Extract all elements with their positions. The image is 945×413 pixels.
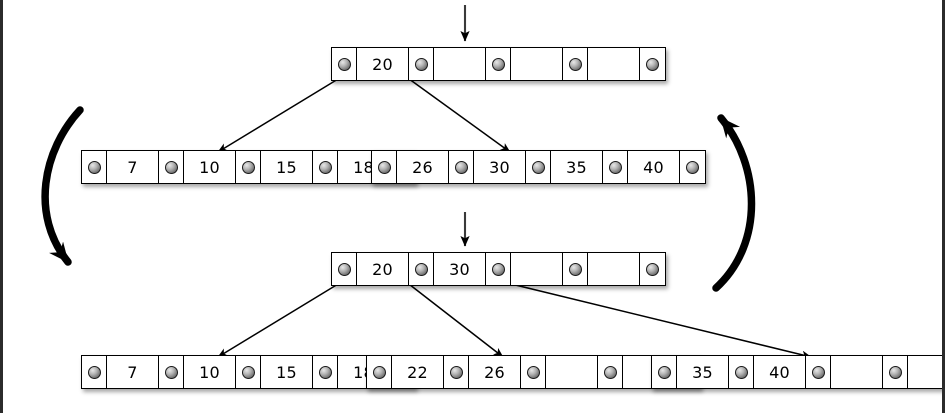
key-cell[interactable] (434, 48, 486, 80)
key-cell[interactable]: 15 (261, 356, 313, 388)
key-cell[interactable]: 7 (107, 356, 159, 388)
leaf-node-after-left[interactable]: 7 10 15 18 (81, 355, 416, 389)
pointer-dot-icon (241, 365, 255, 379)
pointer-cell[interactable] (640, 48, 665, 80)
key-cell[interactable]: 15 (261, 151, 313, 183)
key-cell[interactable] (588, 48, 640, 80)
root-node-before[interactable]: 20 (331, 47, 666, 81)
pointer-dot-icon (686, 160, 699, 174)
pointer-cell[interactable] (563, 48, 588, 80)
pointer-dot-icon (491, 57, 505, 71)
key-cell[interactable]: 26 (469, 356, 521, 388)
pointer-dot-icon (318, 160, 332, 174)
pointer-dot-icon (337, 262, 351, 276)
key-cell[interactable] (511, 48, 563, 80)
pointer-cell[interactable] (444, 356, 469, 388)
transition-arrow-left (41, 106, 84, 266)
pointer-cell[interactable] (883, 356, 908, 388)
key-cell[interactable] (511, 253, 563, 285)
pointer-dot-icon (531, 160, 545, 174)
key-cell[interactable] (831, 356, 883, 388)
key-cell[interactable]: 35 (677, 356, 729, 388)
key-cell[interactable]: 10 (184, 356, 236, 388)
pointer-dot-icon (568, 57, 582, 71)
pointer-cell[interactable] (563, 253, 588, 285)
pointer-cell[interactable] (236, 356, 261, 388)
pointer-dot-icon (377, 160, 391, 174)
pointer-cell[interactable] (449, 151, 474, 183)
pointer-dot-icon (337, 57, 351, 71)
pointer-dot-icon (454, 160, 468, 174)
pointer-dot-icon (164, 365, 178, 379)
pointer-cell[interactable] (486, 253, 511, 285)
key-cell[interactable]: 26 (397, 151, 449, 183)
key-cell[interactable]: 40 (628, 151, 680, 183)
pointer-cell[interactable] (729, 356, 754, 388)
key-cell[interactable]: 40 (754, 356, 806, 388)
pointer-cell[interactable] (82, 151, 107, 183)
pointer-cell[interactable] (680, 151, 705, 183)
edge-after-root-to-left-leaf (217, 280, 344, 358)
pointer-dot-icon (608, 160, 622, 174)
pointer-cell[interactable] (526, 151, 551, 183)
pointer-cell[interactable] (236, 151, 261, 183)
pointer-cell[interactable] (806, 356, 831, 388)
pointer-cell[interactable] (598, 356, 623, 388)
pointer-cell[interactable] (313, 151, 338, 183)
pointer-cell[interactable] (603, 151, 628, 183)
pointer-dot-icon (449, 365, 463, 379)
pointer-cell[interactable] (521, 356, 546, 388)
key-cell[interactable]: 22 (392, 356, 444, 388)
key-cell[interactable] (588, 253, 640, 285)
key-cell[interactable]: 7 (107, 151, 159, 183)
pointer-dot-icon (414, 57, 428, 71)
pointer-dot-icon (87, 365, 101, 379)
leaf-node-before-right[interactable]: 26 30 35 40 (371, 150, 706, 184)
pointer-dot-icon (164, 160, 178, 174)
edge-after-root-to-middle-leaf (404, 280, 504, 358)
root-node-after[interactable]: 20 30 (331, 252, 666, 286)
pointer-dot-icon (646, 57, 659, 71)
key-cell[interactable]: 20 (357, 48, 409, 80)
pointer-dot-icon (372, 365, 386, 379)
transition-arrow-right (712, 114, 756, 292)
pointer-cell[interactable] (332, 253, 357, 285)
pointer-dot-icon (568, 262, 582, 276)
pointer-cell[interactable] (82, 356, 107, 388)
key-cell[interactable]: 30 (434, 253, 486, 285)
pointer-cell[interactable] (313, 356, 338, 388)
pointer-dot-icon (241, 160, 255, 174)
pointer-cell[interactable] (372, 151, 397, 183)
leaf-node-before-left[interactable]: 7 10 15 18 (81, 150, 416, 184)
pointer-cell[interactable] (486, 48, 511, 80)
pointer-cell[interactable] (409, 253, 434, 285)
pointer-cell[interactable] (367, 356, 392, 388)
pointer-cell[interactable] (159, 356, 184, 388)
key-cell[interactable] (908, 356, 942, 388)
edge-before-root-to-right-leaf (404, 75, 511, 153)
leaf-node-after-right[interactable]: 35 40 (651, 355, 942, 389)
pointer-dot-icon (657, 365, 671, 379)
pointer-dot-icon (318, 365, 332, 379)
pointer-dot-icon (414, 262, 428, 276)
pointer-dot-icon (734, 365, 748, 379)
pointer-dot-icon (888, 365, 902, 379)
key-cell[interactable]: 10 (184, 151, 236, 183)
pointer-cell[interactable] (332, 48, 357, 80)
key-cell[interactable]: 35 (551, 151, 603, 183)
key-cell[interactable]: 30 (474, 151, 526, 183)
pointer-dot-icon (646, 262, 659, 276)
edge-before-root-to-left-leaf (217, 75, 344, 153)
pointer-dot-icon (811, 365, 825, 379)
key-cell[interactable]: 20 (357, 253, 409, 285)
pointer-dot-icon (603, 365, 617, 379)
pointer-dot-icon (526, 365, 540, 379)
pointer-dot-icon (87, 160, 101, 174)
pointer-dot-icon (491, 262, 505, 276)
pointer-cell[interactable] (409, 48, 434, 80)
pointer-cell[interactable] (159, 151, 184, 183)
key-cell[interactable] (546, 356, 598, 388)
pointer-cell[interactable] (652, 356, 677, 388)
pointer-cell[interactable] (640, 253, 665, 285)
